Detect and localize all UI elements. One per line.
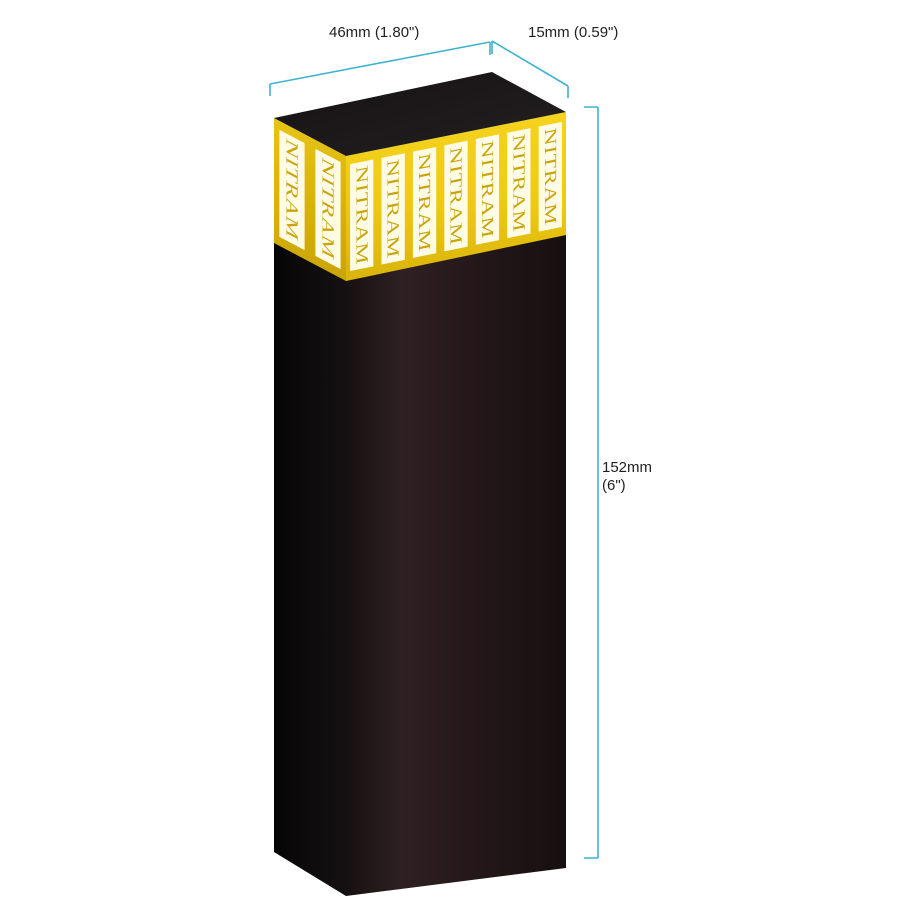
brand-text: NITRAM: [509, 133, 528, 234]
depth-dimension-line: [491, 40, 569, 98]
height-mm-text: 152mm: [602, 459, 653, 476]
front-label-tile: NITRAM: [350, 159, 374, 272]
block-top-face: [274, 72, 566, 156]
brand-text: NITRAM: [447, 145, 466, 247]
dimension-lines: [269, 40, 599, 859]
side-label-tile: NITRAM: [279, 129, 305, 251]
brand-text: NITRAM: [478, 139, 497, 240]
brand-text: NITRAM: [352, 164, 371, 267]
front-label-tile: NITRAM: [507, 128, 531, 239]
width-dimension-line: [269, 41, 491, 96]
brand-text: NITRAM: [283, 136, 302, 245]
front-label-tile: NITRAM: [475, 134, 500, 245]
height-dimension-label: 152mm (6"): [602, 459, 672, 495]
front-label-tile: NITRAM: [538, 121, 562, 232]
depth-dimension-label: 15mm (0.59"): [528, 24, 619, 41]
brand-text: NITRAM: [415, 151, 434, 253]
width-dimension-label: 46mm (1.80"): [329, 24, 420, 41]
brand-text: NITRAM: [384, 158, 403, 260]
brand-text: NITRAM: [541, 126, 560, 227]
brand-text: NITRAM: [319, 155, 338, 264]
block-side-face: [274, 242, 346, 896]
block-front-face: [346, 234, 566, 896]
front-label-tile: NITRAM: [444, 140, 468, 252]
front-label-tile: NITRAM: [412, 146, 437, 258]
front-label-tiles: NITRAM NITRAM NITRAM NITRAM NITRAM NITRAM NITR…: [350, 121, 562, 272]
front-label-tile: NITRAM: [381, 153, 405, 265]
height-in-text: (6"): [602, 477, 626, 494]
side-label-tile: NITRAM: [315, 148, 341, 270]
height-dimension-line: [584, 106, 599, 859]
side-label-tiles: NITRAM NITRAM: [279, 129, 341, 270]
